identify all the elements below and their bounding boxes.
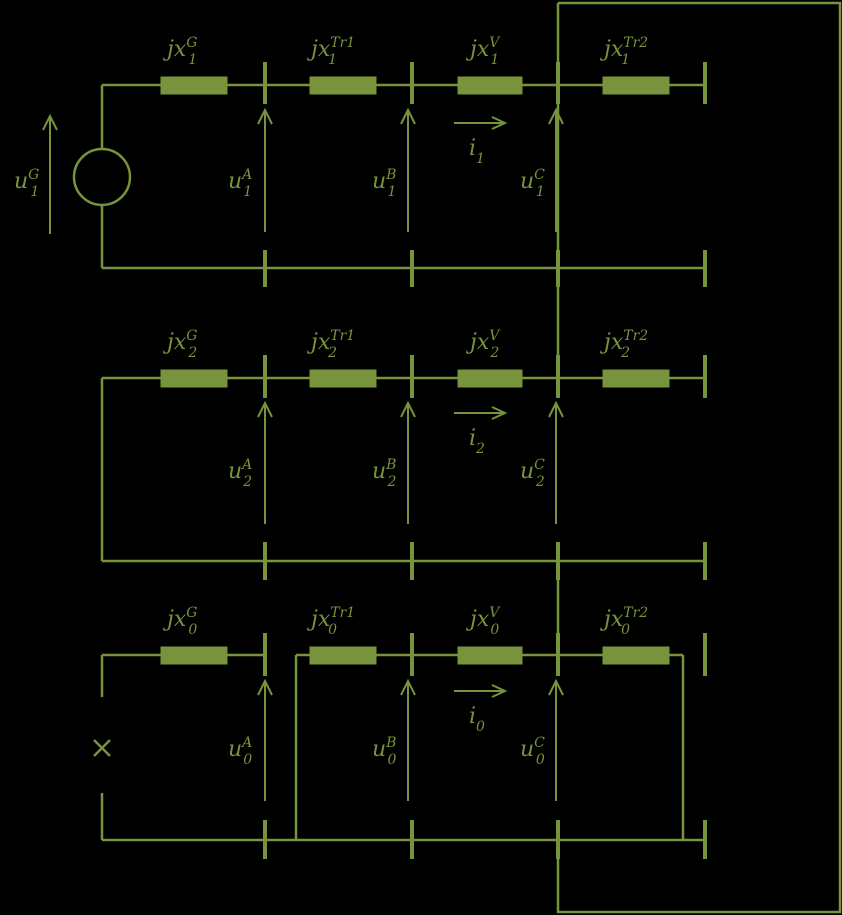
label-i-2: i2 [469,426,485,457]
fault-interconnection [556,1,842,914]
arrow-current-0 [454,684,508,698]
resistor-tr2-0 [602,646,670,665]
arrow-uc-1 [548,107,564,232]
arrow-ug-1 [42,113,58,234]
resistor-line-2 [457,369,523,388]
outer-return-loop [556,1,842,914]
resistor-generator-0 [160,646,228,665]
arrow-ua-0 [257,678,273,801]
resistor-tr1-0 [309,646,377,665]
cross-icon [93,739,111,757]
resistor-generator-1 [160,76,228,95]
resistor-tr1-2 [309,369,377,388]
voltage-source-icon [72,147,132,207]
arrow-current-1 [454,116,508,130]
arrow-ua-1 [257,107,273,232]
arrow-uc-0 [548,678,564,801]
arrow-current-2 [454,406,508,420]
resistor-generator-2 [160,369,228,388]
resistor-line-0 [457,646,523,665]
arrow-uc-2 [548,400,564,524]
label-i-0: i0 [469,704,485,735]
resistor-tr2-2 [602,369,670,388]
resistor-line-1 [457,76,523,95]
arrow-ub-1 [400,107,416,232]
arrow-ub-0 [400,678,416,801]
label-i-1: i1 [469,136,485,167]
arrow-ub-2 [400,400,416,524]
resistor-tr2-1 [602,76,670,95]
resistor-tr1-1 [309,76,377,95]
arrow-ua-2 [257,400,273,524]
